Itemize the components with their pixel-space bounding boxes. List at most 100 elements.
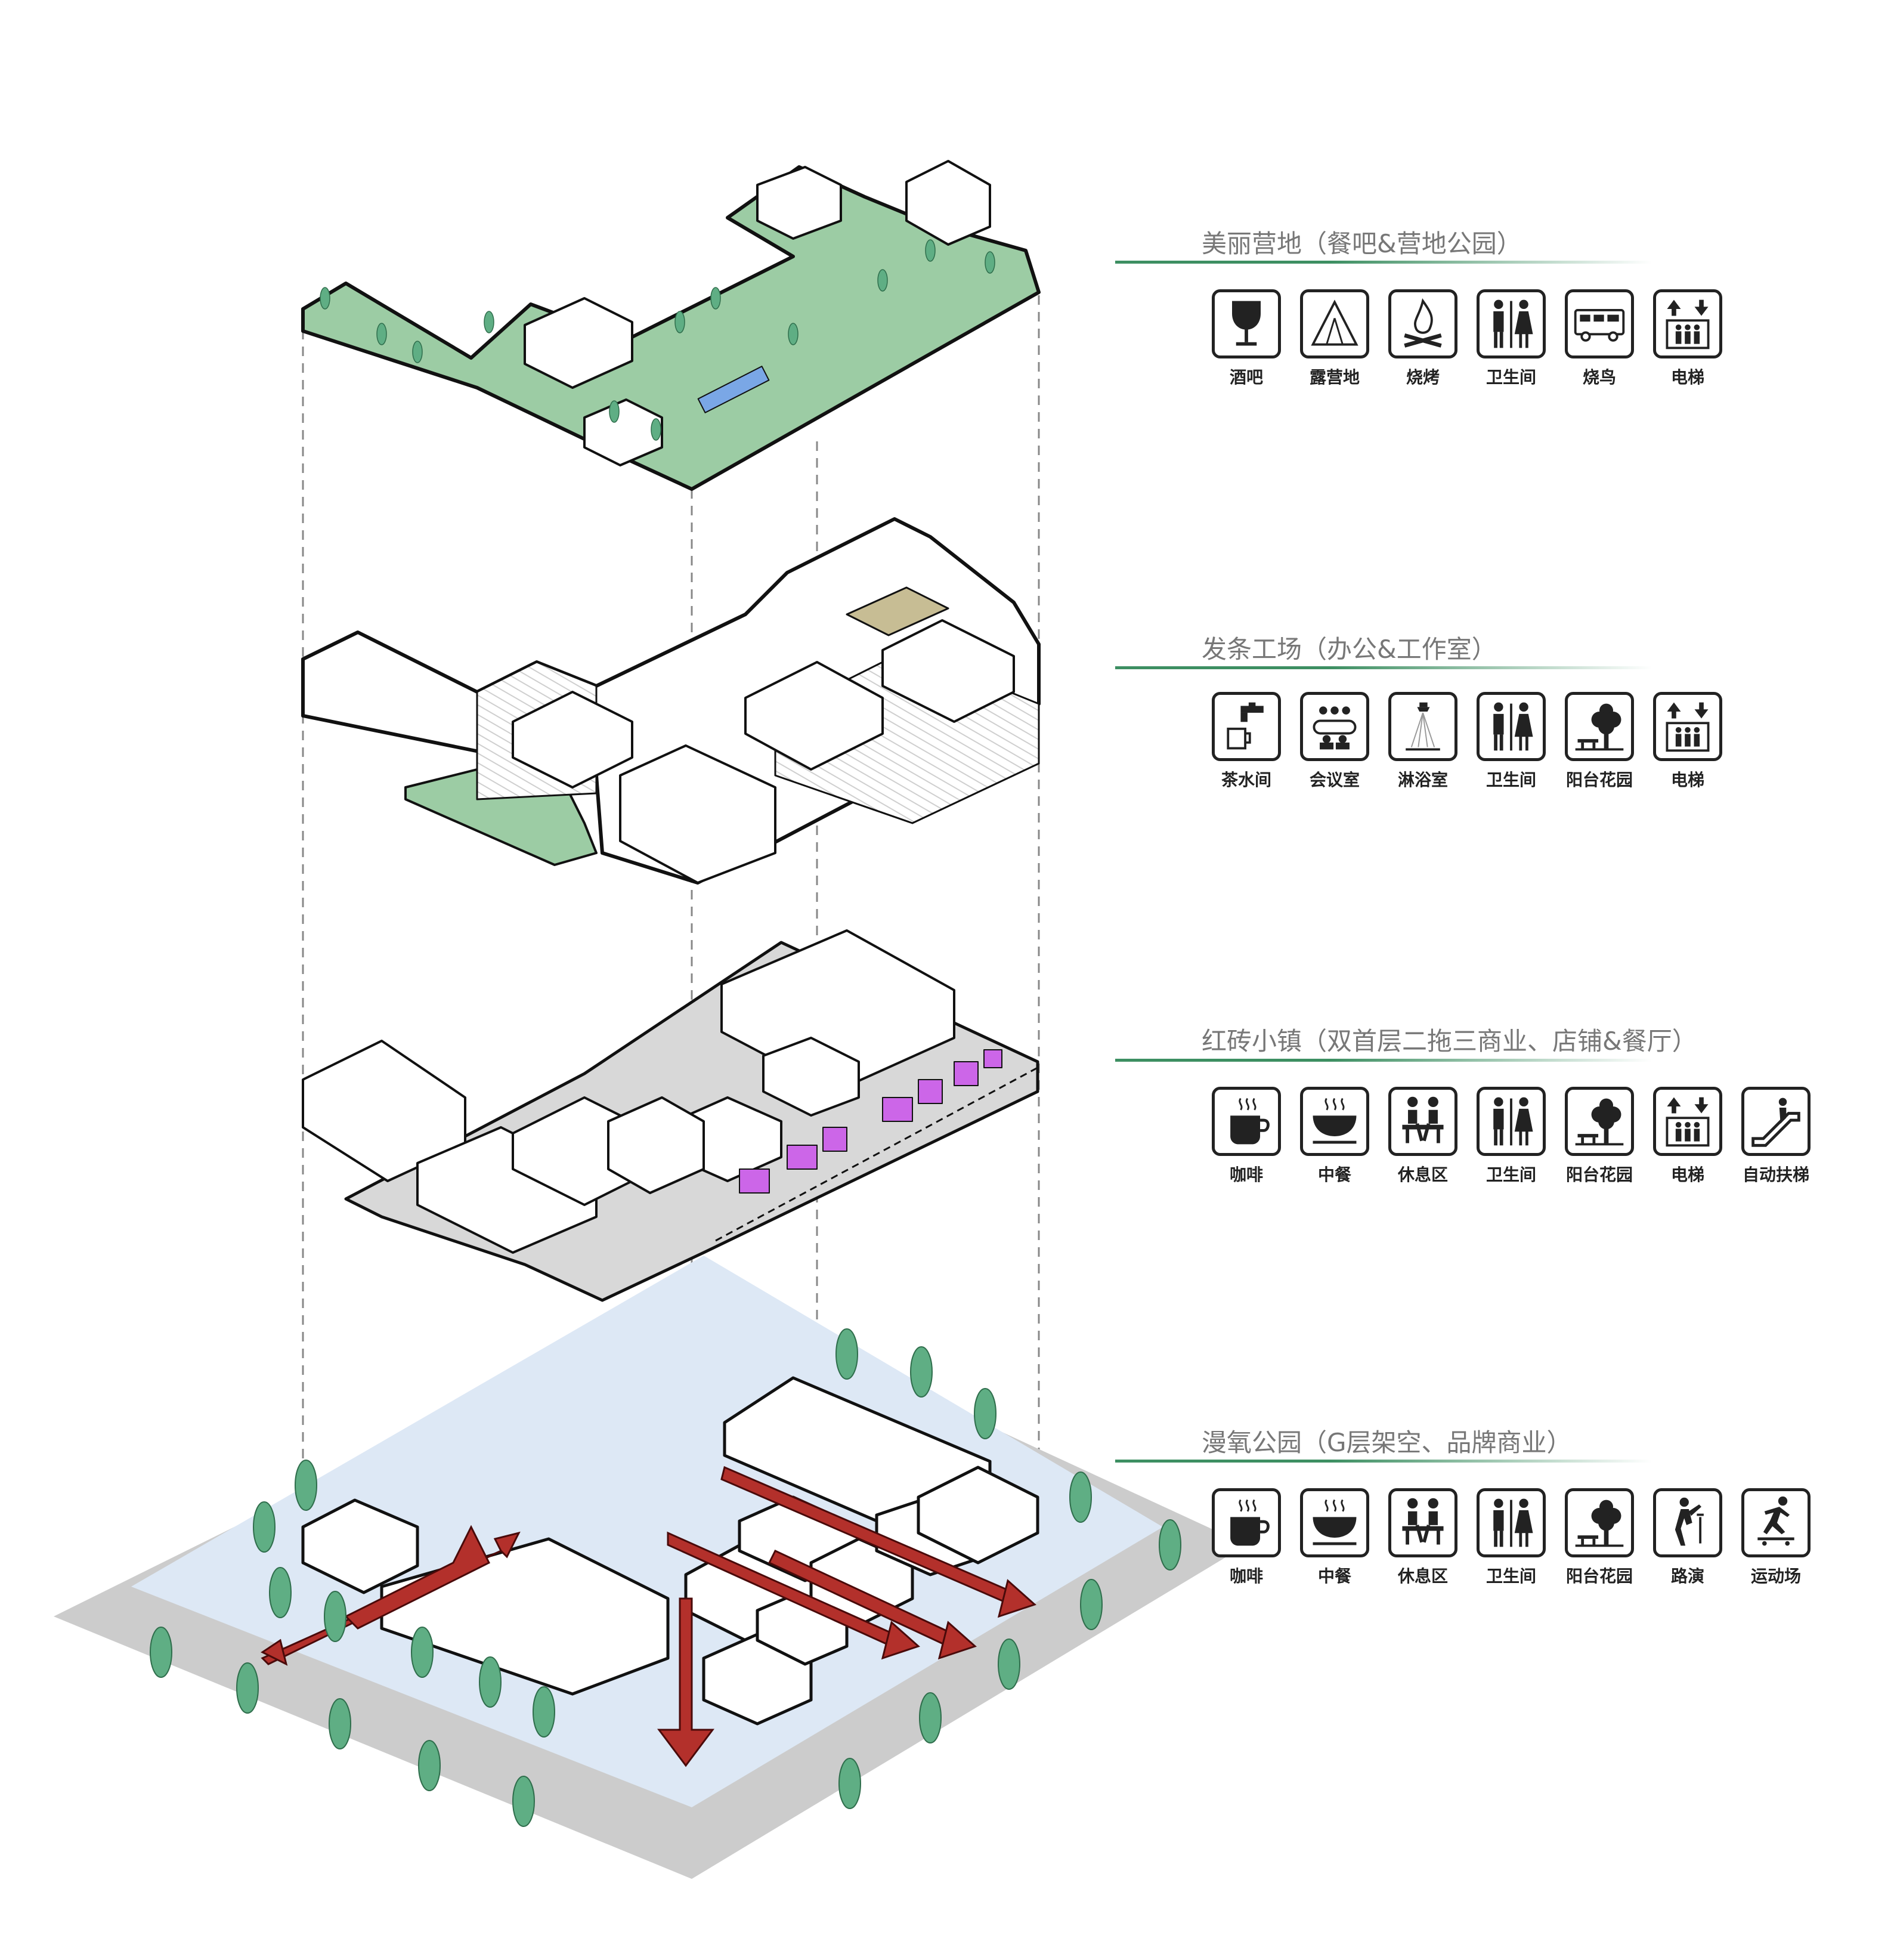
seating-icon bbox=[1388, 1488, 1457, 1557]
brick-town-layer bbox=[302, 929, 1039, 1302]
legend-label: 阳台花园 bbox=[1565, 1566, 1633, 1586]
tree-bench-icon bbox=[1565, 692, 1634, 761]
restroom-icon bbox=[1477, 692, 1546, 761]
escalator-icon bbox=[1741, 1087, 1811, 1156]
bowl-icon bbox=[1300, 1488, 1369, 1557]
seating-icon bbox=[1388, 1087, 1457, 1156]
layer-title-park: 漫氧公园（G层架空、品牌商业） bbox=[1202, 1428, 1572, 1457]
icon-row-campsite: 酒吧 露营地 烧烤 卫生间 烧鸟 电梯 bbox=[1211, 289, 1723, 388]
layer-divider bbox=[1115, 261, 1652, 264]
layer-title-workshop: 发条工场（办公&工作室） bbox=[1202, 635, 1497, 664]
elevator-icon bbox=[1653, 289, 1722, 358]
legend-label: 运动场 bbox=[1750, 1566, 1801, 1586]
trees bbox=[150, 1328, 1181, 1827]
legend-label: 阳台花园 bbox=[1565, 1165, 1633, 1185]
bowl-icon bbox=[1300, 1087, 1369, 1156]
campsite-layer bbox=[301, 160, 1041, 491]
campfire-icon bbox=[1388, 289, 1457, 358]
legend-item: 卫生间 bbox=[1475, 692, 1547, 791]
legend-label: 休息区 bbox=[1397, 1566, 1448, 1586]
legend-label: 露营地 bbox=[1309, 367, 1360, 387]
layer-title-campsite: 美丽营地（餐吧&营地公园） bbox=[1202, 229, 1522, 258]
icon-row-park: 咖啡 中餐 休息区 卫生间 阳台花园 路演 运动场 bbox=[1211, 1488, 1812, 1587]
legend-label: 烧烤 bbox=[1406, 367, 1440, 387]
legend-item: 会议室 bbox=[1299, 692, 1370, 791]
layer-divider bbox=[1115, 666, 1652, 669]
legend-label: 卫生间 bbox=[1486, 1566, 1536, 1586]
restroom-icon bbox=[1477, 1488, 1546, 1557]
legend-item: 咖啡 bbox=[1211, 1488, 1282, 1587]
legend-item: 路演 bbox=[1652, 1488, 1723, 1587]
workshop-layer bbox=[301, 517, 1041, 885]
icon-row-brick-town: 咖啡 中餐 休息区 卫生间 阳台花园 电梯 自动扶梯 bbox=[1211, 1087, 1812, 1186]
coffee-icon bbox=[1212, 1488, 1281, 1557]
elevator-icon bbox=[1653, 692, 1722, 761]
legend-label: 自动扶梯 bbox=[1742, 1165, 1809, 1185]
wine-glass-icon bbox=[1212, 289, 1281, 358]
plaza bbox=[131, 1256, 1163, 1807]
legend-item: 电梯 bbox=[1652, 1087, 1723, 1186]
restroom-icon bbox=[1477, 1087, 1546, 1156]
icon-row-workshop: 茶水间 会议室 淋浴室 卫生间 阳台花园 电梯 bbox=[1211, 692, 1723, 791]
legend-item: 休息区 bbox=[1387, 1087, 1459, 1186]
roof-court bbox=[846, 586, 949, 636]
legend-label: 卫生间 bbox=[1486, 770, 1536, 790]
skateboard-icon bbox=[1741, 1488, 1811, 1557]
legend-item: 电梯 bbox=[1652, 692, 1723, 791]
pool bbox=[697, 366, 770, 413]
elevator-icon bbox=[1653, 1087, 1722, 1156]
legend-label: 休息区 bbox=[1397, 1165, 1448, 1185]
tent-icon bbox=[1300, 289, 1369, 358]
shower-icon bbox=[1388, 692, 1457, 761]
legend-label: 电梯 bbox=[1670, 367, 1704, 387]
legend-label: 电梯 bbox=[1670, 770, 1704, 790]
legend-label: 中餐 bbox=[1317, 1566, 1351, 1586]
legend-item: 淋浴室 bbox=[1387, 692, 1459, 791]
legend-item: 卫生间 bbox=[1475, 1488, 1547, 1587]
legend-label: 会议室 bbox=[1309, 770, 1360, 790]
legend-item: 阳台花园 bbox=[1564, 692, 1635, 791]
restroom-icon bbox=[1477, 289, 1546, 358]
legend-item: 休息区 bbox=[1387, 1488, 1459, 1587]
legend-item: 阳台花园 bbox=[1564, 1488, 1635, 1587]
legend-label: 咖啡 bbox=[1229, 1566, 1263, 1586]
legend-item: 电梯 bbox=[1652, 289, 1723, 388]
legend-item: 阳台花园 bbox=[1564, 1087, 1635, 1186]
legend-item: 咖啡 bbox=[1211, 1087, 1282, 1186]
legend-item: 烧烤 bbox=[1387, 289, 1459, 388]
legend-item: 自动扶梯 bbox=[1740, 1087, 1812, 1186]
legend-label: 茶水间 bbox=[1221, 770, 1271, 790]
legend-label: 咖啡 bbox=[1229, 1165, 1263, 1185]
roof-trees bbox=[320, 239, 995, 441]
legend-label: 淋浴室 bbox=[1397, 770, 1448, 790]
legend-label: 中餐 bbox=[1317, 1165, 1351, 1185]
legend-item: 酒吧 bbox=[1211, 289, 1282, 388]
legend-label: 阳台花园 bbox=[1565, 770, 1633, 790]
legend-item: 卫生间 bbox=[1475, 1087, 1547, 1186]
campsite-roof bbox=[301, 165, 1041, 491]
legend-item: 烧鸟 bbox=[1564, 289, 1635, 388]
tree-bench-icon bbox=[1565, 1087, 1634, 1156]
tree-bench-icon bbox=[1565, 1488, 1634, 1557]
legend-item: 运动场 bbox=[1740, 1488, 1812, 1587]
legend-label: 酒吧 bbox=[1229, 367, 1263, 387]
layer-title-brick-town: 红砖小镇（双首层二拖三商业、店铺&餐厅） bbox=[1202, 1027, 1697, 1056]
legend-item: 中餐 bbox=[1299, 1488, 1370, 1587]
legend-label: 电梯 bbox=[1670, 1165, 1704, 1185]
meeting-icon bbox=[1300, 692, 1369, 761]
shop-units bbox=[739, 1049, 1002, 1194]
water-tap-icon bbox=[1212, 692, 1281, 761]
ground-layer bbox=[54, 1256, 1246, 1879]
legend-item: 露营地 bbox=[1299, 289, 1370, 388]
legend-item: 卫生间 bbox=[1475, 289, 1547, 388]
legend-label: 卫生间 bbox=[1486, 367, 1536, 387]
layer-divider bbox=[1115, 1460, 1652, 1463]
layer-divider bbox=[1115, 1059, 1652, 1062]
legend-label: 卫生间 bbox=[1486, 1165, 1536, 1185]
legend-label: 烧鸟 bbox=[1582, 367, 1616, 387]
legend-item: 茶水间 bbox=[1211, 692, 1282, 791]
camper-van-icon bbox=[1565, 289, 1634, 358]
performer-icon bbox=[1653, 1488, 1722, 1557]
coffee-icon bbox=[1212, 1087, 1281, 1156]
